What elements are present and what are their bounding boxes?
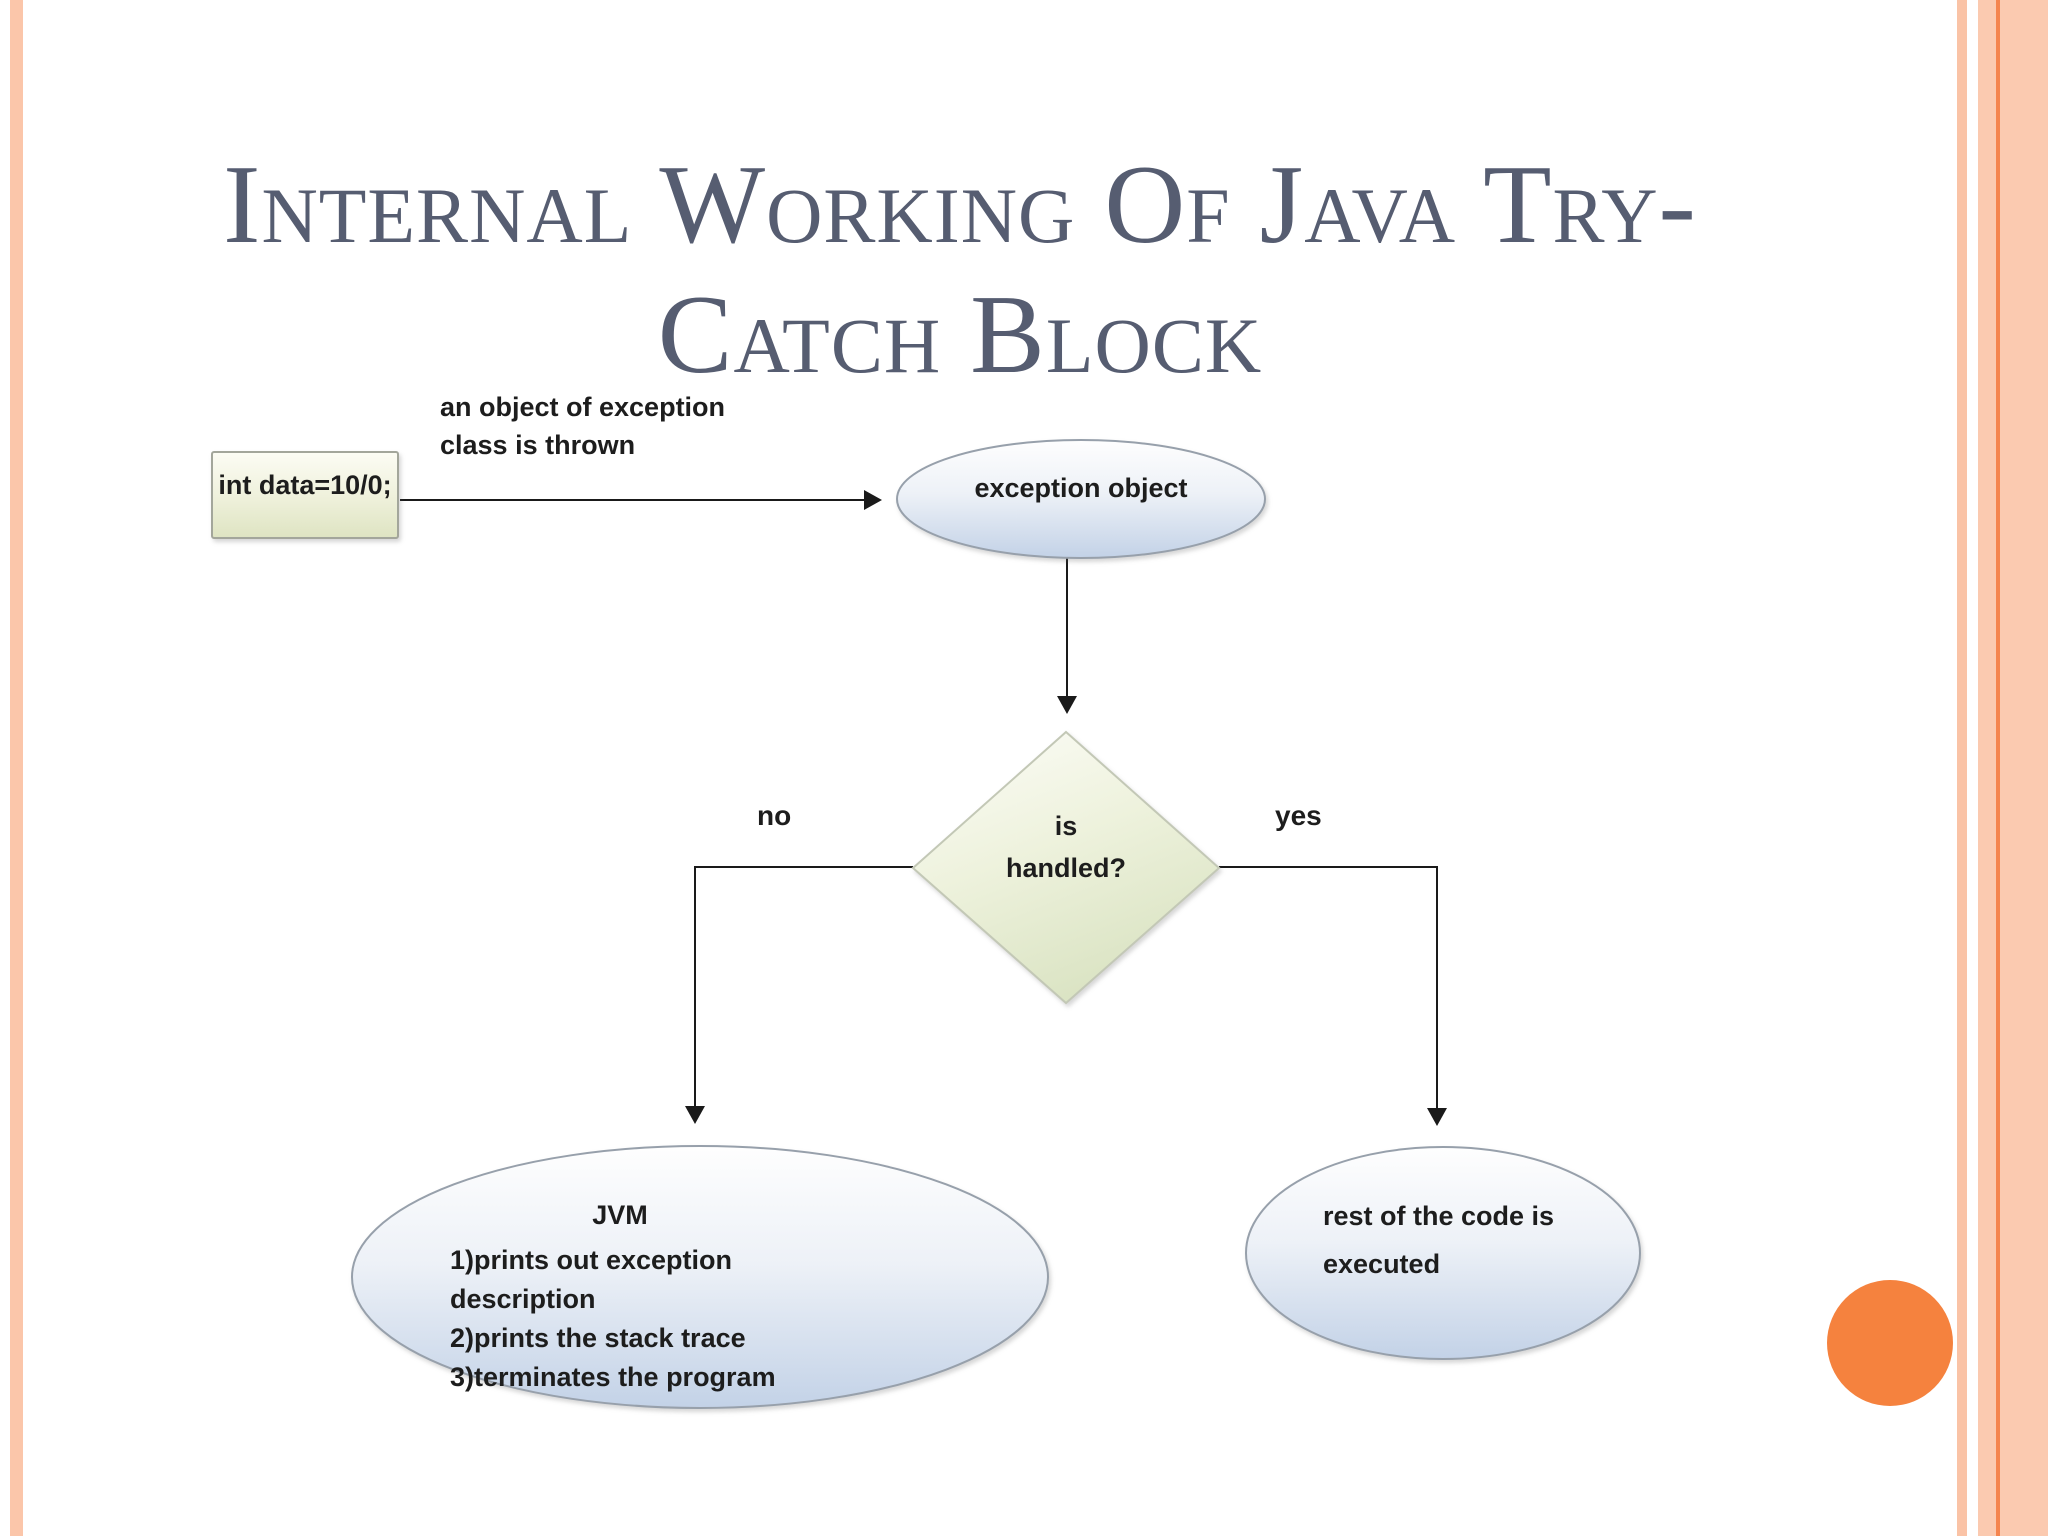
jvm-node-text: JVM 1)prints out exception description 2… xyxy=(450,1196,790,1397)
jvm-node-title: JVM xyxy=(592,1200,648,1230)
exception-object-label: exception object xyxy=(974,472,1188,503)
rest-of-code-line-1: rest of the code is xyxy=(1323,1201,1555,1231)
decision-label-line-2: handled? xyxy=(1006,852,1126,883)
code-box-shape xyxy=(211,451,399,539)
arrow-no-branch xyxy=(685,866,913,1124)
right-border-thin-stripe xyxy=(1957,0,1967,1536)
arrow-yes-branch xyxy=(1219,866,1447,1126)
code-box-label: int data=10/0; xyxy=(218,470,392,500)
jvm-item-1: 1)prints out exception description xyxy=(450,1245,733,1314)
decision-label: is handled? xyxy=(941,806,1191,890)
slide-title-line-2: Catch Block xyxy=(657,272,1263,397)
rest-of-code-ellipse-shape xyxy=(1245,1146,1641,1360)
rest-of-code-label: rest of the code is executed xyxy=(1323,1192,1554,1288)
right-border-band xyxy=(1978,0,2048,1536)
orange-circle-decoration xyxy=(1827,1280,1953,1406)
exception-object-ellipse-shape xyxy=(896,439,1266,559)
jvm-ellipse-shape xyxy=(351,1145,1049,1409)
no-branch-label: no xyxy=(757,800,792,831)
slide-title-line-1: Internal Working Of Java Try- xyxy=(223,143,1697,268)
throw-annotation: an object of exception class is thrown xyxy=(440,388,725,465)
throw-annotation-line-1: an object of exception xyxy=(440,392,726,422)
slide-title: Internal Working Of Java Try- Catch Bloc… xyxy=(0,141,1920,401)
rest-of-code-line-2: executed xyxy=(1323,1249,1441,1279)
decision-diamond-shape xyxy=(911,730,1221,1005)
jvm-item-3: 3)terminates the program xyxy=(450,1362,776,1392)
right-border-accent-line xyxy=(1996,0,2000,1536)
left-border-stripe xyxy=(10,0,23,1536)
jvm-item-2: 2)prints the stack trace xyxy=(450,1323,746,1353)
throw-annotation-line-2: class is thrown xyxy=(440,430,636,461)
yes-branch-label: yes xyxy=(1275,800,1322,831)
decision-label-line-1: is xyxy=(1054,811,1078,841)
